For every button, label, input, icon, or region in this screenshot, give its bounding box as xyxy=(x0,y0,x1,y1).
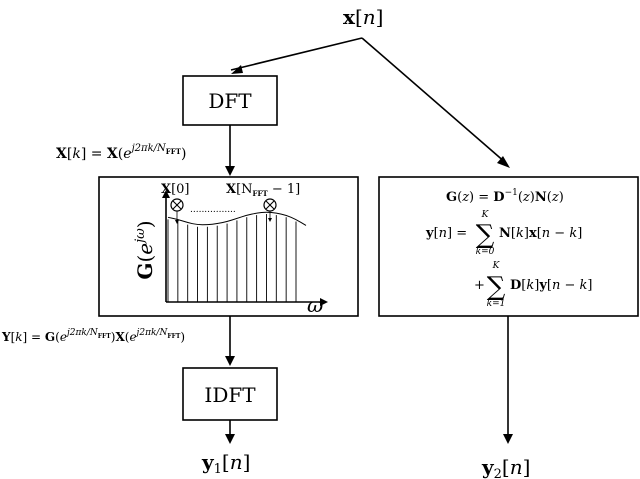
input-signal-label: x[n] xyxy=(343,5,383,29)
multiply-icon-first xyxy=(170,198,184,224)
x-axis-arrow xyxy=(320,298,328,306)
multiply-icon-last xyxy=(263,198,277,222)
sum2-sigma: ∑ xyxy=(487,272,506,302)
sum2-lower: k=1 xyxy=(487,299,506,309)
arrowhead-output2 xyxy=(503,434,513,444)
response-curve xyxy=(167,211,307,226)
arrowhead-filter xyxy=(497,156,510,168)
output-signal-1: y1[n] xyxy=(201,450,250,477)
sum1-lower: k=0 xyxy=(476,247,495,257)
connector-input-to-filter xyxy=(361,37,507,164)
difference-equation-line1-lhs: y[n] = xyxy=(425,226,467,241)
arrowhead-dft xyxy=(231,65,243,74)
arrowhead-idft xyxy=(225,356,235,366)
idft-label: IDFT xyxy=(204,383,256,407)
bin-ellipsis: ................ xyxy=(190,205,236,215)
sum2-upper: K xyxy=(492,261,501,271)
idft-box xyxy=(182,367,278,421)
transfer-function-equation: G(z) = D−1(z)N(z) xyxy=(446,188,564,205)
difference-equation-line2-plus: + xyxy=(474,278,485,293)
y-axis-arrow xyxy=(162,190,170,198)
bin-label-last: X[NFFT − 1] xyxy=(226,182,300,198)
difference-equation-line2-rhs: D[k]y[n − k] xyxy=(510,278,592,293)
equation-Y-k: Y[k] = G(ej2πk/NFFT)X(ej2πk/NFFT) xyxy=(1,328,185,344)
frequency-response-box xyxy=(98,176,359,317)
difference-equation-line1-rhs: N[k]x[n − k] xyxy=(499,226,582,241)
arrowhead-freq xyxy=(225,166,235,176)
arrowhead-output1 xyxy=(225,434,235,444)
x-axis-label: ω xyxy=(307,293,323,317)
sum1-upper: K xyxy=(481,210,490,220)
frequency-bins xyxy=(167,214,297,302)
dft-label: DFT xyxy=(208,89,252,113)
bin-label-first: X[0] xyxy=(161,182,190,197)
equation-X-k: X[k] = X(ej2πk/NFFT) xyxy=(56,143,186,162)
connector-input-to-dft xyxy=(230,37,363,71)
y-axis-label: G(ejω) xyxy=(133,220,157,279)
iir-filter-box xyxy=(378,176,639,317)
dft-box xyxy=(182,75,278,126)
sum1-sigma: ∑ xyxy=(476,220,495,250)
output-signal-2: y2[n] xyxy=(481,455,530,479)
